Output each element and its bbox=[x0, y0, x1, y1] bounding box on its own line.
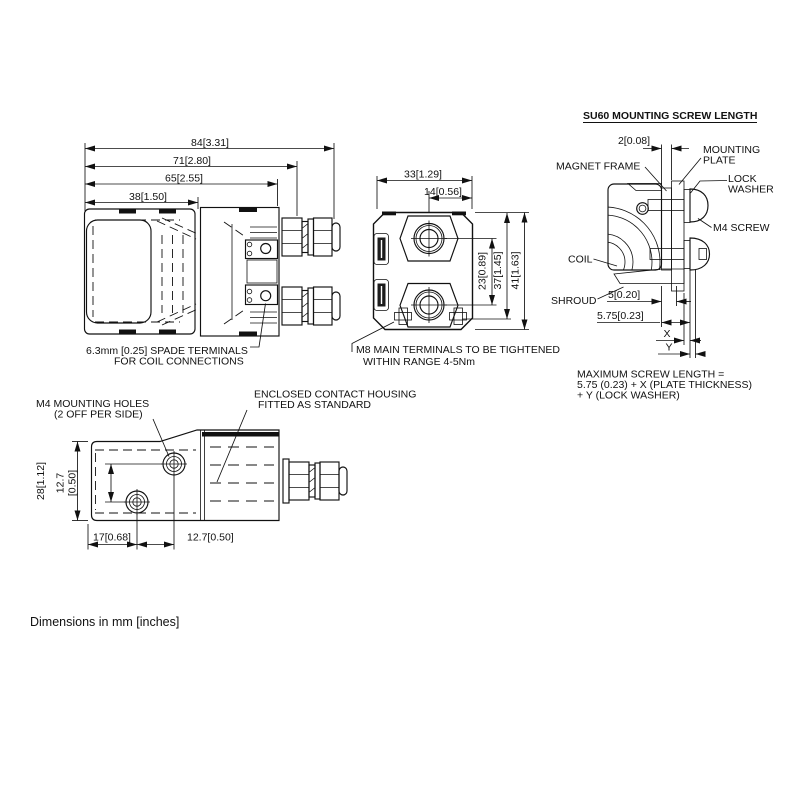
m4-mounting-hole-upper bbox=[161, 451, 187, 477]
dimension-lines bbox=[74, 441, 174, 548]
spade-leader-line bbox=[250, 303, 266, 348]
end-view-body-outline bbox=[372, 211, 474, 331]
coil-arcs bbox=[608, 206, 661, 270]
mounting-plate-section bbox=[671, 180, 685, 292]
dimension-lines bbox=[85, 145, 334, 206]
dim-127v-label-line1: 12.7 bbox=[55, 473, 67, 494]
m8-label-line2: WITHIN RANGE 4-5Nm bbox=[363, 356, 475, 368]
dim-127v-label-line2: [0.50] bbox=[67, 470, 79, 496]
coil-spade-slot-upper bbox=[373, 233, 389, 265]
spade-label-line1: 6.3mm [0.25] SPADE TERMINALS bbox=[86, 345, 248, 357]
m4-boss-left bbox=[394, 307, 412, 325]
dim-y-label: Y bbox=[665, 342, 672, 354]
magnet-frame-face bbox=[85, 219, 152, 324]
dim-37-label: 37[1.45] bbox=[492, 251, 504, 289]
mounting-plate-leader bbox=[678, 157, 702, 185]
lock-washer-label-line1: LOCK bbox=[728, 173, 757, 185]
dim-y: Y bbox=[658, 342, 706, 357]
m4-screw-label: M4 SCREW bbox=[713, 222, 770, 234]
dim-38-label: 38[1.50] bbox=[129, 191, 167, 203]
m4-mounting-hole-lower bbox=[124, 489, 150, 515]
mounting-body-outline bbox=[90, 429, 280, 522]
formula-line3: + Y (LOCK WASHER) bbox=[577, 390, 680, 402]
spade-terminal-plate-lower bbox=[244, 284, 279, 306]
dim-575-label: 5.75[0.23] bbox=[597, 310, 644, 322]
dim-14-label: 14[0.56] bbox=[424, 186, 462, 198]
shroud-section bbox=[613, 268, 685, 284]
magnet-frame-outline bbox=[83, 208, 196, 335]
units-note: Dimensions in mm [inches] bbox=[30, 615, 179, 629]
hidden-lines bbox=[95, 446, 274, 514]
dim-28-label: 28[1.12] bbox=[35, 462, 47, 500]
mold-tabs bbox=[119, 207, 257, 336]
mold-tabs bbox=[382, 211, 466, 216]
m8-terminal-bottom bbox=[399, 282, 459, 328]
m8-terminal bbox=[282, 458, 348, 504]
m8-label-line1: M8 MAIN TERMINALS TO BE TIGHTENED bbox=[356, 344, 560, 356]
coil-label: COIL bbox=[568, 254, 593, 266]
shroud-leader bbox=[597, 286, 624, 300]
m4-screw-upper bbox=[647, 188, 709, 223]
end-view: 33[1.29] 14[0.56] 23[0.89] 37[1.45] 41[1… bbox=[351, 169, 560, 368]
dim-71-label: 71[2.80] bbox=[173, 155, 211, 167]
dim-2-label: 2[0.08] bbox=[618, 135, 650, 147]
m4-holes-label-line1: M4 MOUNTING HOLES bbox=[36, 398, 149, 410]
mounting-view: 28[1.12] 12.7 [0.50] 17[0.68] 12.7[0.50]… bbox=[35, 389, 416, 550]
mounting-plate-label-line2: PLATE bbox=[703, 155, 735, 167]
dim-2: 2[0.08] bbox=[618, 135, 689, 186]
dim-5: 5[0.20] bbox=[607, 289, 691, 305]
side-view: 84[3.31] 71[2.80] 65[2.55] 38[1.50] bbox=[83, 137, 341, 368]
m4-boss-right bbox=[449, 307, 467, 325]
spade-terminal-plate-upper bbox=[244, 239, 279, 260]
extension-lines bbox=[376, 176, 529, 330]
m8-terminal-top bbox=[399, 215, 459, 262]
housing-leader-line bbox=[216, 409, 248, 483]
shroud-label: SHROUD bbox=[551, 295, 597, 307]
coil-spade-slot-lower bbox=[373, 279, 389, 311]
housing-label-line1: ENCLOSED CONTACT HOUSING bbox=[254, 389, 416, 401]
dim-127h-label: 12.7[0.50] bbox=[187, 532, 234, 544]
magnet-frame-label: MAGNET FRAME bbox=[556, 161, 640, 173]
screw-length-detail: SU60 MOUNTING SCREW LENGTH bbox=[551, 110, 774, 402]
housing-label-line2: FITTED AS STANDARD bbox=[258, 399, 371, 411]
dim-575: 5.75[0.23] bbox=[597, 310, 690, 326]
m4-screw-lower bbox=[649, 237, 711, 271]
dim-41-label: 41[1.63] bbox=[510, 251, 522, 289]
magnet-frame-leader bbox=[644, 166, 667, 192]
m4-screw-leader bbox=[697, 218, 712, 228]
m4-holes-leader-line bbox=[152, 418, 170, 457]
dimension-lines bbox=[377, 177, 528, 330]
dim-x-label: X bbox=[663, 328, 670, 340]
dim-65-label: 65[2.55] bbox=[165, 173, 203, 185]
housing-mold-lines bbox=[246, 226, 278, 324]
dim-84-label: 84[3.31] bbox=[191, 137, 229, 149]
dim-33-label: 33[1.29] bbox=[404, 169, 442, 181]
spade-label-line2: FOR COIL CONNECTIONS bbox=[114, 356, 244, 368]
m8-terminal-lower bbox=[281, 286, 341, 326]
lock-washer-label-line2: WASHER bbox=[728, 184, 774, 196]
housing-gasket-strip bbox=[202, 432, 279, 437]
dim-17-label: 17[0.68] bbox=[93, 532, 131, 544]
dim-x: X bbox=[656, 328, 701, 344]
hidden-lines bbox=[92, 217, 248, 326]
coil-leader bbox=[593, 258, 618, 267]
extension-lines bbox=[72, 441, 175, 550]
m8-terminal-upper bbox=[281, 217, 341, 257]
detail-title: SU60 MOUNTING SCREW LENGTH bbox=[583, 110, 757, 122]
mounting-plate-label-line1: MOUNTING bbox=[703, 144, 760, 156]
formula-line2: 5.75 (0.23) + X (PLATE THICKNESS) bbox=[577, 379, 752, 391]
lock-washer-leader bbox=[690, 180, 728, 194]
dim-5-label: 5[0.20] bbox=[608, 289, 640, 301]
formula-line1: MAXIMUM SCREW LENGTH = bbox=[577, 369, 724, 381]
m8-leader-line bbox=[351, 321, 395, 352]
dim-23-label: 23[0.89] bbox=[477, 252, 489, 290]
m4-holes-label-line2: (2 OFF PER SIDE) bbox=[54, 409, 143, 421]
